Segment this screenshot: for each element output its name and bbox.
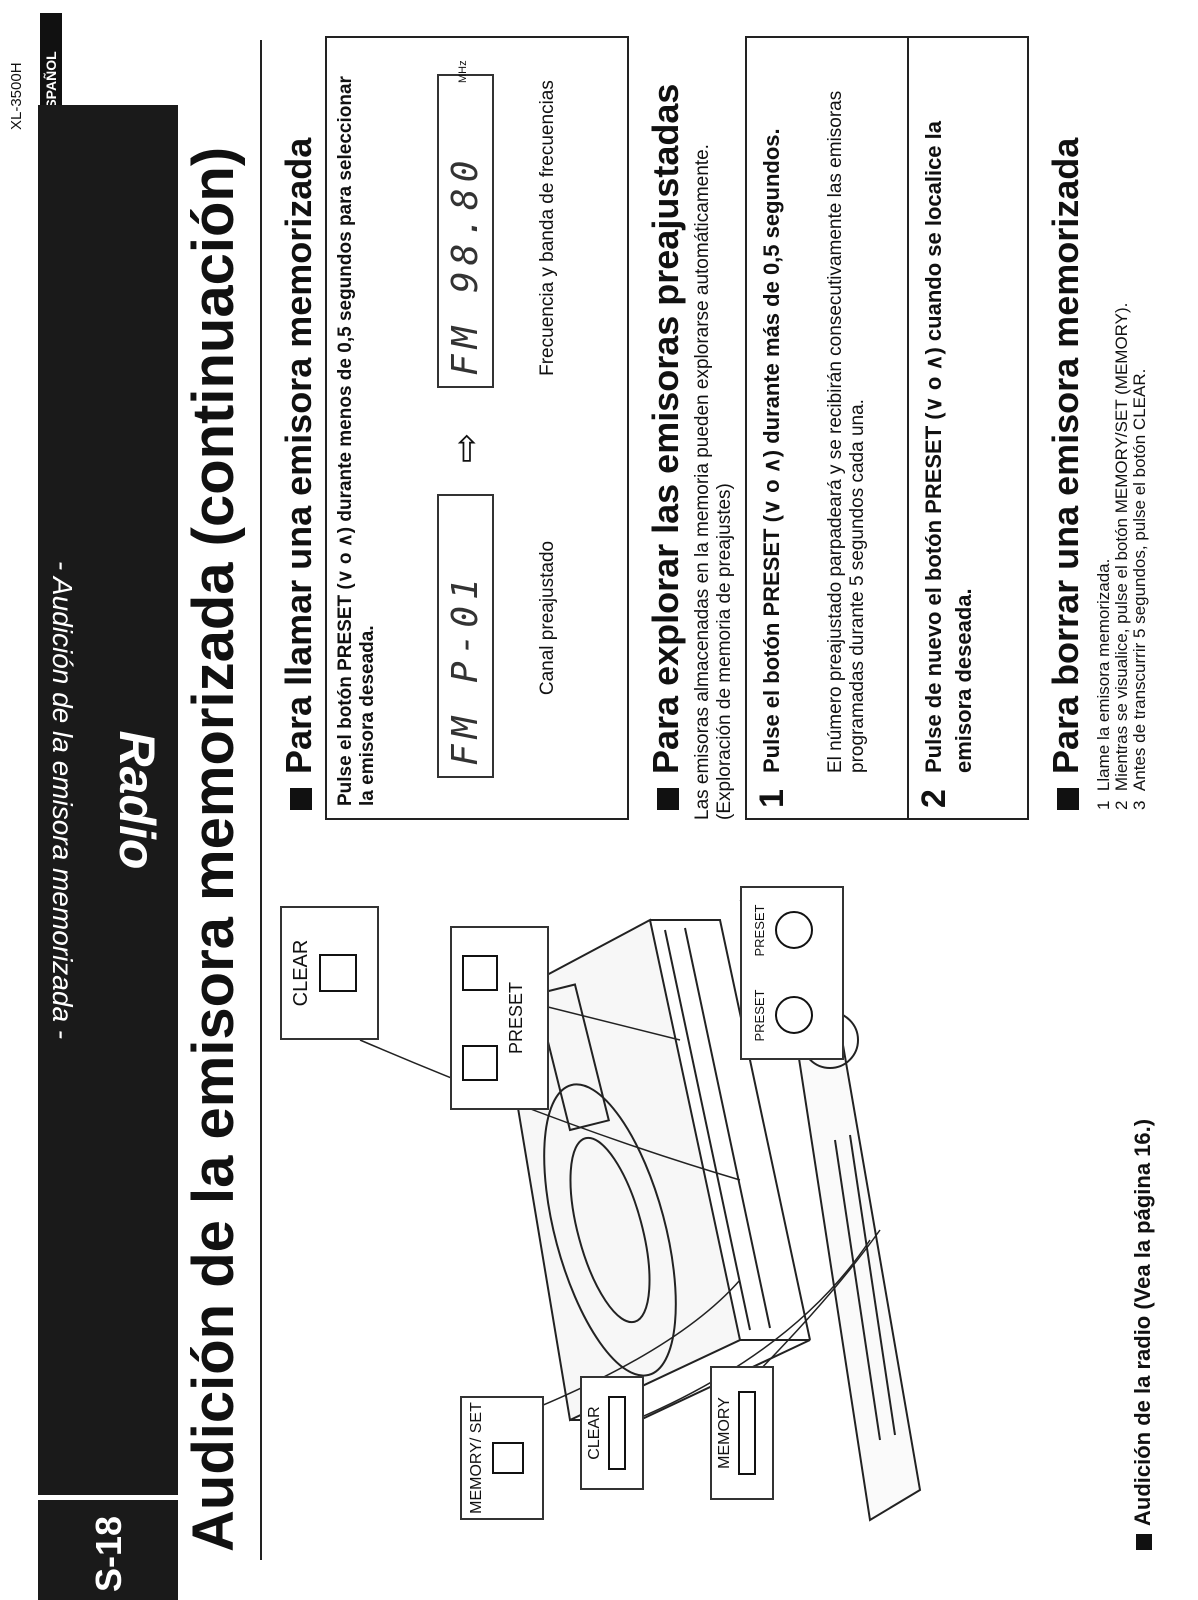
- clear-top-callout: CLEAR: [280, 906, 379, 1040]
- step2-number: 2: [915, 789, 953, 808]
- clear-remote-button[interactable]: [608, 1396, 626, 1470]
- preset-down-unit-button[interactable]: [462, 1045, 498, 1081]
- section-call-box: Pulse el botón PRESET (∨ o ∧) durante me…: [325, 36, 629, 820]
- clear-remote-callout: CLEAR: [580, 1376, 644, 1490]
- section-scan-heading: Para explorar las emisoras preajustadas: [645, 84, 687, 810]
- caption-preset: Canal preajustado: [537, 540, 558, 696]
- title-rule: [260, 40, 262, 1560]
- step-divider: [907, 38, 909, 818]
- preset-unit-callout: PRESET: [450, 926, 549, 1110]
- preset-up-unit-button[interactable]: [462, 955, 498, 991]
- scan-steps-box: 1 Pulse el botón PRESET (∨ o ∧) durante …: [745, 36, 1029, 820]
- display-unit: MHz: [457, 60, 469, 83]
- model-number: XL-3500H: [8, 62, 25, 130]
- caption-frequency: Frecuencia y banda de frecuencias: [537, 80, 558, 376]
- preset-up-remote-button[interactable]: [775, 911, 813, 950]
- main-unit-drawing: [498, 918, 811, 1422]
- erase-list: 1 Llame la emisora memorizada. 2 Mientra…: [1094, 40, 1149, 810]
- category-subtitle: - Audición de la emisora memorizada -: [47, 560, 78, 1040]
- step2-title: Pulse de nuevo el botón PRESET (∨ o ∧) c…: [921, 120, 976, 773]
- preset-down-label: PRESET: [752, 989, 767, 1042]
- stereo-illustration: [359, 899, 922, 1522]
- section-erase-heading: Para borrar una emisora memorizada: [1045, 138, 1087, 810]
- section-call-heading: Para llamar una emisora memorizada: [278, 138, 320, 810]
- illustration: MEMORY/ SET CLEAR MEMORY CLEAR PRESET PR…: [270, 840, 1050, 1560]
- bullet-square-icon: [657, 788, 680, 810]
- clear-remote-label: CLEAR: [586, 1406, 603, 1460]
- category-label: Radio: [109, 730, 165, 870]
- erase-item-1: 1 Llame la emisora memorizada.: [1094, 558, 1113, 810]
- call-instruction: Pulse el botón PRESET (∨ o ∧) durante me…: [335, 76, 378, 806]
- clear-top-label: CLEAR: [290, 939, 312, 1007]
- memory-set-label: MEMORY/ SET: [468, 1402, 485, 1514]
- step1-title: Pulse el botón PRESET (∨ o ∧) durante má…: [759, 128, 784, 773]
- scan-intro: Las emisoras almacenadas en la memoria p…: [692, 144, 735, 820]
- page-title: Audición de la emisora memorizada (conti…: [181, 146, 246, 1552]
- display-frequency: FM 98.80: [437, 74, 494, 388]
- footer-note: Audición de la radio (Vea la página 16.): [1130, 1119, 1156, 1550]
- category-bar: Radio - Audición de la emisora memorizad…: [38, 105, 178, 1495]
- preset-unit-label: PRESET: [506, 981, 526, 1055]
- page-number-block: S-18: [38, 1500, 178, 1600]
- step1-body: El número preajustado parpadeará y se re…: [825, 90, 868, 773]
- preset-down-remote-button[interactable]: [775, 996, 813, 1035]
- memory-remote-label: MEMORY: [716, 1397, 733, 1469]
- memory-set-callout: MEMORY/ SET: [460, 1396, 544, 1520]
- clear-top-button[interactable]: [319, 954, 357, 992]
- preset-up-label: PRESET: [752, 904, 767, 957]
- erase-item-2: 2 Mientras se visualice, pulse el botón …: [1112, 302, 1131, 810]
- bullet-square-icon: [1057, 788, 1080, 810]
- memory-remote-callout: MEMORY: [710, 1366, 774, 1500]
- bullet-square-icon: [290, 788, 313, 810]
- memory-set-button[interactable]: [492, 1442, 524, 1474]
- erase-item-3: 3 Antes de transcurrir 5 segundos, pulse…: [1130, 368, 1149, 810]
- preset-remote-callout: PRESET PRESET: [740, 886, 844, 1060]
- page-number: S-18: [88, 1515, 129, 1592]
- step1-number: 1: [753, 789, 791, 808]
- bullet-square-icon: [1136, 1534, 1153, 1550]
- arrow-right-icon: ⇨: [445, 432, 486, 463]
- memory-remote-button[interactable]: [738, 1391, 756, 1475]
- display-preset: FM P-01: [437, 494, 494, 778]
